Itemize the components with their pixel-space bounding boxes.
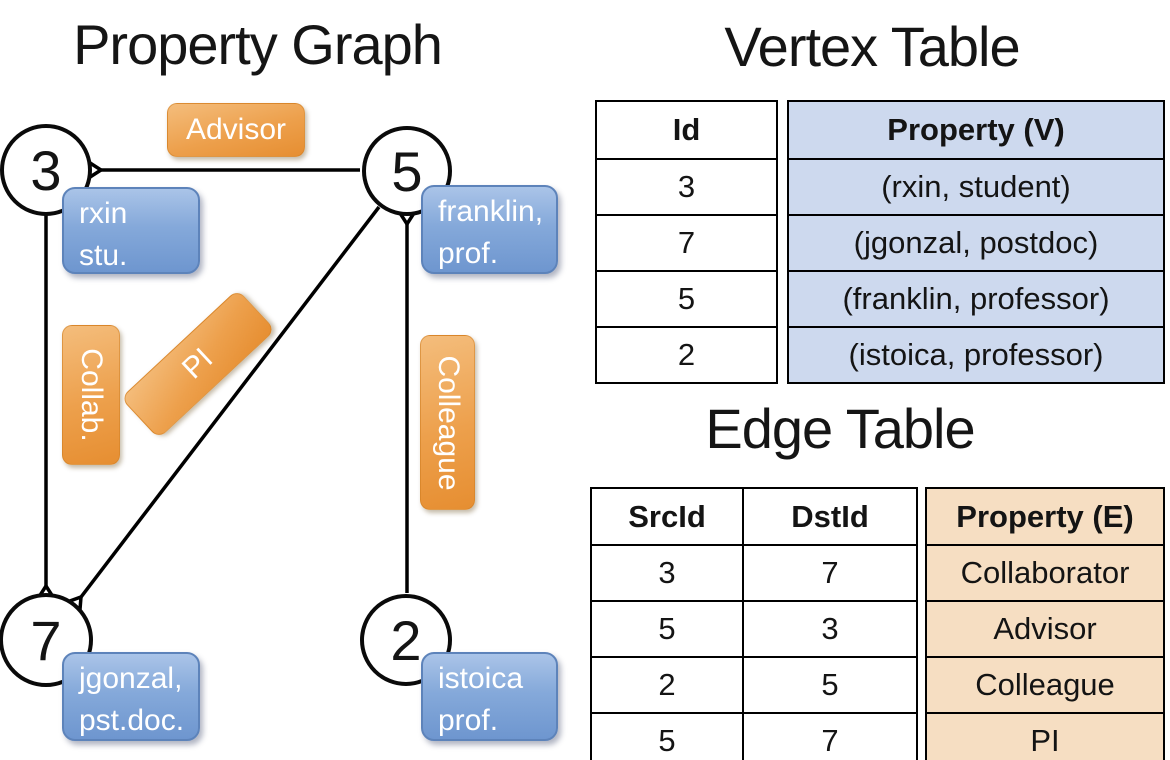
edge-table-src-cell: 5 (590, 712, 744, 760)
vertex-property-line: pst.doc. (79, 704, 185, 737)
edge-table-property-cell: Advisor (925, 600, 1165, 658)
vertex-table-property-cell: (istoica, professor) (787, 326, 1165, 384)
edge-table-property-cell: Colleague (925, 656, 1165, 714)
vertex-property-box-3: rxin stu. (62, 187, 200, 274)
vertex-table-id-cell: 7 (595, 214, 778, 272)
edge-label-colleague-text: Colleague (431, 354, 465, 491)
vertex-table-property-cell: (jgonzal, postdoc) (787, 214, 1165, 272)
vertex-node-2: 2 (360, 594, 452, 686)
vertex-property-box-5: franklin, prof. (421, 185, 558, 274)
vertex-table-property-cell: (rxin, student) (787, 158, 1165, 216)
edge-label-collab-text: Collab. (75, 348, 108, 442)
vertex-property-line: franklin, (438, 195, 544, 228)
vertex-property-box-2: istoica prof. (421, 652, 558, 741)
vertex-id-2: 2 (390, 608, 422, 672)
vertex-table-title: Vertex Table (724, 15, 1020, 78)
edge-label-colleague: Colleague (420, 335, 475, 510)
edge-table-dst-cell: 5 (742, 656, 918, 714)
edge-label-advisor: Advisor (167, 103, 305, 157)
vertex-table-header-id: Id (595, 100, 778, 160)
edge-table-header-srcid: SrcId (590, 487, 744, 546)
edge-table-header-property: Property (E) (925, 487, 1165, 546)
vertex-node-5: 5 (362, 126, 452, 216)
vertex-table-id-column: Id 3 7 5 2 (595, 100, 778, 384)
vertex-table-property-column: Property (V) (rxin, student) (jgonzal, p… (787, 100, 1165, 384)
vertex-property-line: istoica (438, 662, 524, 695)
vertex-property-box-7: jgonzal, pst.doc. (62, 652, 200, 741)
vertex-id-5: 5 (391, 139, 423, 203)
vertex-table-id-cell: 2 (595, 326, 778, 384)
edge-table-dst-cell: 7 (742, 712, 918, 760)
edge-label-collab: Collab. (62, 325, 120, 465)
vertex-property-line: prof. (438, 237, 499, 270)
vertex-table-header-property: Property (V) (787, 100, 1165, 160)
edge-table-id-columns: SrcId DstId 3 7 5 3 2 5 5 7 (590, 487, 918, 760)
edge-table-src-cell: 3 (590, 544, 744, 602)
vertex-property-line: rxin (79, 197, 128, 230)
vertex-property-line: prof. (438, 704, 499, 737)
edge-table-dst-cell: 7 (742, 544, 918, 602)
vertex-table-id-cell: 3 (595, 158, 778, 216)
edge-table-property-column: Property (E) Collaborator Advisor Collea… (925, 487, 1165, 760)
vertex-property-line: jgonzal, (79, 662, 183, 695)
edge-5-to-7 (63, 205, 381, 616)
edge-table-src-cell: 2 (590, 656, 744, 714)
edge-label-advisor-text: Advisor (185, 113, 287, 146)
edge-label-pi-text: PI (176, 341, 220, 386)
vertex-id-3: 3 (30, 138, 62, 202)
edge-table-dst-cell: 3 (742, 600, 918, 658)
graph-edges (35, 159, 418, 616)
vertex-table-id-cell: 5 (595, 270, 778, 328)
edge-table-src-cell: 5 (590, 600, 744, 658)
vertex-id-7: 7 (30, 608, 62, 672)
vertex-property-line: stu. (79, 239, 128, 272)
edge-table-property-cell: PI (925, 712, 1165, 760)
vertex-table-property-cell: (franklin, professor) (787, 270, 1165, 328)
edge-table-header-dstid: DstId (742, 487, 918, 546)
edge-table-property-cell: Collaborator (925, 544, 1165, 602)
edge-table-title: Edge Table (705, 397, 975, 460)
graph-title: Property Graph (73, 13, 443, 76)
